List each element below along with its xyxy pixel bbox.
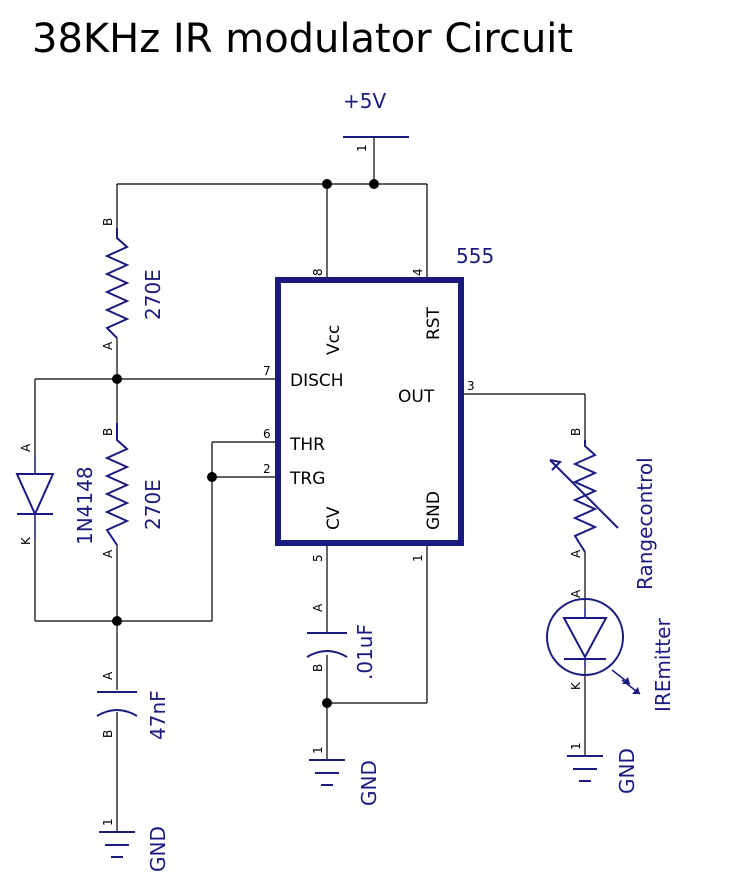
ic-pin-label-thr: THR [289, 435, 325, 455]
supply-label: +5V [343, 89, 386, 113]
capacitor-c1-pin-a: A [101, 671, 115, 680]
ground-symbol-3 [567, 755, 603, 782]
resistor-r2-symbol [104, 423, 130, 546]
ic-pin-number-vcc: 8 [311, 268, 325, 276]
ic-pin-label-rst: RST [424, 306, 444, 340]
ic-pin-label-vcc: Vcc [324, 325, 344, 355]
ground-symbol-1 [99, 831, 135, 858]
ic-pin-label-cv: CV [324, 506, 344, 530]
ic-name-label: 555 [456, 244, 494, 268]
ground-1-pin: 1 [101, 818, 115, 826]
potentiometer-pin-b: B [569, 428, 583, 436]
ground-3-pin: 1 [569, 742, 583, 750]
capacitor-c1-value: 47nF [146, 690, 170, 740]
ground-2-label: GND [357, 760, 381, 806]
diode-pin-a: A [19, 443, 33, 452]
potentiometer-label: Rangecontrol [633, 457, 657, 590]
ic-pin-number-trg: 2 [263, 462, 271, 476]
ic-pin-number-out: 3 [467, 379, 475, 393]
ic-pin-number-rst: 4 [411, 268, 425, 276]
diode-part-label: 1N4148 [73, 466, 97, 545]
ground-3-label: GND [615, 748, 639, 794]
ic-pin-label-gnd: GND [424, 491, 444, 530]
ic-pin-number-thr: 6 [263, 427, 271, 441]
ic-pin-number-gnd: 1 [411, 554, 425, 562]
resistor-r1-pin-a: A [101, 341, 115, 350]
junction-dots [112, 179, 379, 708]
ground-symbol-2 [309, 759, 345, 786]
ic-pin-number-disch: 7 [263, 364, 271, 378]
resistor-r1-value: 270E [141, 269, 165, 320]
potentiometer-symbol [549, 440, 619, 553]
ground-2-pin: 1 [311, 746, 325, 754]
ic-pin-label-trg: TRG [289, 469, 325, 489]
diode-1n4148-symbol [15, 455, 55, 540]
ground-1-label: GND [146, 826, 170, 872]
capacitor-c2-value: .01uF [353, 624, 377, 680]
capacitor-c1-symbol [96, 691, 138, 717]
ir-led-label: IREmitter [651, 618, 675, 712]
resistor-r2-value: 270E [141, 479, 165, 530]
ic-555-body [275, 277, 464, 546]
diagram-title: 38KHz IR modulator Circuit [32, 16, 573, 62]
resistor-r2-pin-a: A [101, 549, 115, 558]
capacitor-c1-pin-b: B [101, 730, 115, 738]
resistor-r1-pin-b: B [101, 218, 115, 226]
capacitor-c2-symbol [306, 632, 348, 658]
supply-5v-symbol [343, 136, 409, 184]
ic-pin-number-cv: 5 [311, 554, 325, 562]
supply-pin-number: 1 [355, 144, 369, 152]
resistor-r1-symbol [104, 228, 130, 339]
capacitor-c2-pin-b: B [311, 664, 325, 672]
capacitor-c2-pin-a: A [311, 603, 325, 612]
ir-led-pin-k: K [569, 681, 583, 690]
resistor-r2-pin-b: B [101, 428, 115, 436]
diode-pin-k: K [19, 536, 33, 545]
ic-pin-label-out: OUT [398, 387, 435, 407]
ic-pin-label-disch: DISCH [290, 371, 344, 391]
ir-led-pin-a: A [569, 589, 583, 598]
potentiometer-pin-a: A [569, 549, 583, 558]
ir-led-symbol [546, 598, 641, 695]
